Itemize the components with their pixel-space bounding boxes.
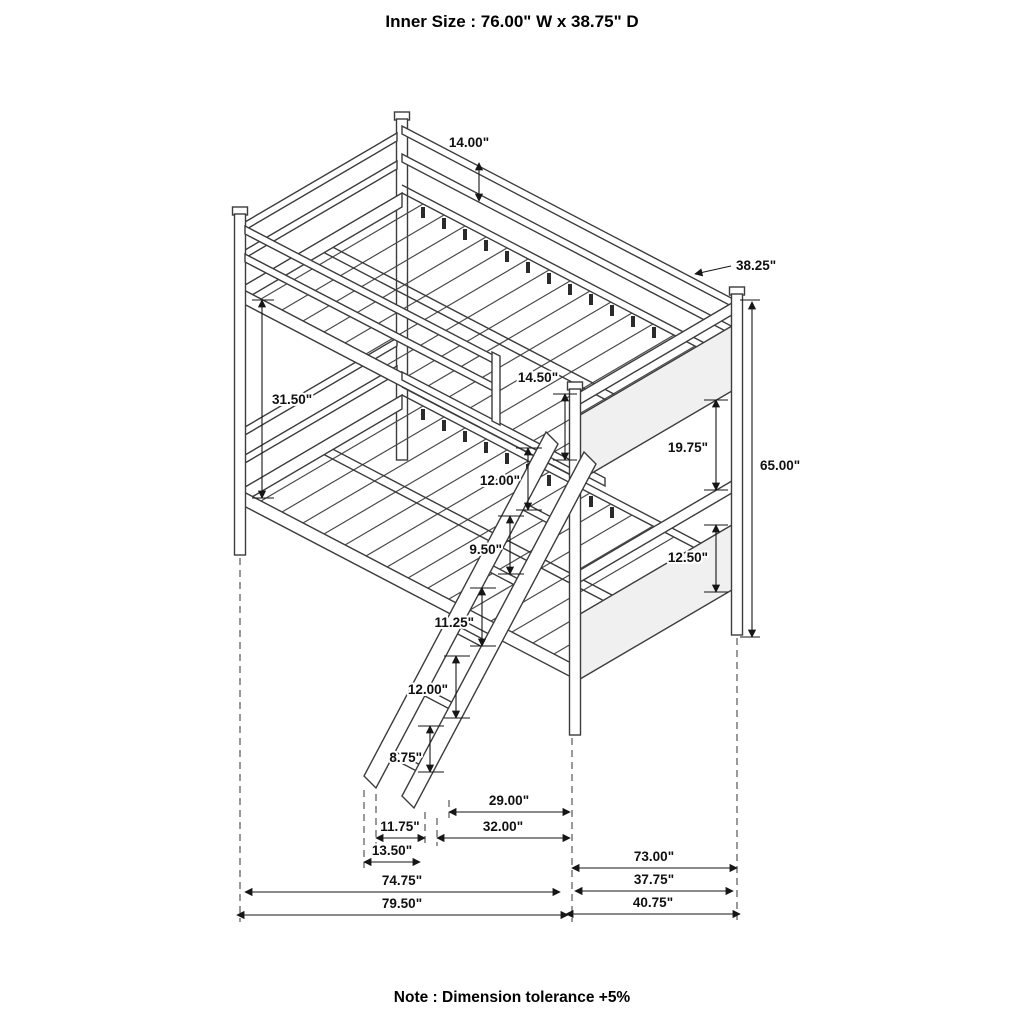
upper-front-guard-rails (244, 224, 501, 427)
dim-ladder-step-2: 9.50" (469, 542, 502, 557)
dim-right-depth-inner: 37.75" (634, 872, 674, 887)
back-right-post (728, 286, 746, 636)
dim-lower-length: 73.00" (634, 849, 674, 864)
dim-footboard-bunk-gap: 19.75" (668, 440, 708, 455)
dim-ladder-step-1: 12.00" (480, 473, 520, 488)
dim-overall-height: 65.00" (760, 458, 800, 473)
tolerance-note: Note : Dimension tolerance +5% (394, 989, 631, 1006)
dim-post-above-deck: 14.50" (518, 370, 558, 385)
front-right-post (566, 381, 584, 736)
dim-ladder-step-4: 12.00" (408, 682, 448, 697)
upper-back-guard-rails (401, 124, 738, 339)
dim-left-bunk-gap: 31.50" (272, 392, 312, 407)
lower-back-guard-rail (401, 370, 606, 488)
dim-lower-footboard-height: 12.50" (668, 550, 708, 565)
dim-right-depth-outer: 40.75" (633, 895, 673, 910)
dim-ladder-offset: 29.00" (489, 793, 529, 808)
dimension-labels: 14.00" 38.25" 31.50" 14.50" 19.75" 65.00… (270, 133, 802, 913)
page-title: Inner Size : 76.00" W x 38.75" D (385, 12, 638, 31)
dim-ladder-base-outer: 13.50" (372, 843, 412, 858)
dim-top-bunk-depth: 38.25" (736, 258, 776, 273)
dim-ladder-span: 32.00" (483, 819, 523, 834)
dim-upper-length: 74.75" (382, 873, 422, 888)
dim-ladder-step-5: 8.75" (389, 750, 422, 765)
dim-ladder-base-inner: 11.75" (380, 819, 419, 834)
front-left-post (231, 206, 249, 556)
dim-ladder-step-3: 11.25" (435, 615, 474, 630)
dim-guardrail-height: 14.00" (449, 135, 489, 150)
top-bunk-deck (239, 184, 738, 479)
dim-overall-length: 79.50" (382, 896, 422, 911)
dimension-lines (236, 162, 757, 920)
bed-drawing (231, 111, 746, 810)
lower-footboard (574, 476, 738, 684)
